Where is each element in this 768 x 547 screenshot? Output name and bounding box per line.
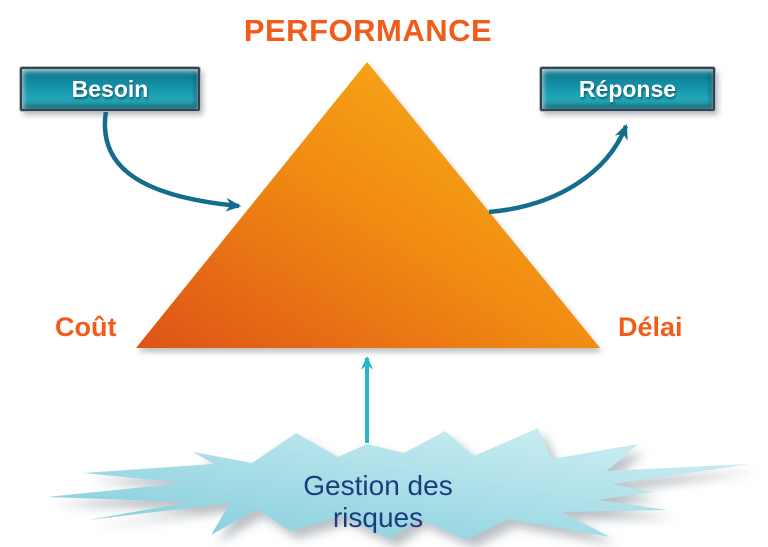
risques-starburst (47, 428, 750, 540)
besoin-to-triangle-arrow (102, 110, 242, 212)
cout-label: Coût (55, 312, 117, 342)
page-title: PERFORMANCE (243, 13, 493, 48)
gestion-des-risques-label: Gestion des risques (303, 470, 453, 533)
performance-triangle (136, 62, 600, 348)
triangle-to-reponse-arrow (488, 123, 629, 215)
reponse-button: Réponse (540, 67, 715, 111)
delai-label: Délai (618, 312, 683, 342)
reponse-button-label: Réponse (578, 75, 677, 102)
besoin-button-label: Besoin (71, 75, 149, 102)
besoin-button: Besoin (20, 67, 200, 111)
